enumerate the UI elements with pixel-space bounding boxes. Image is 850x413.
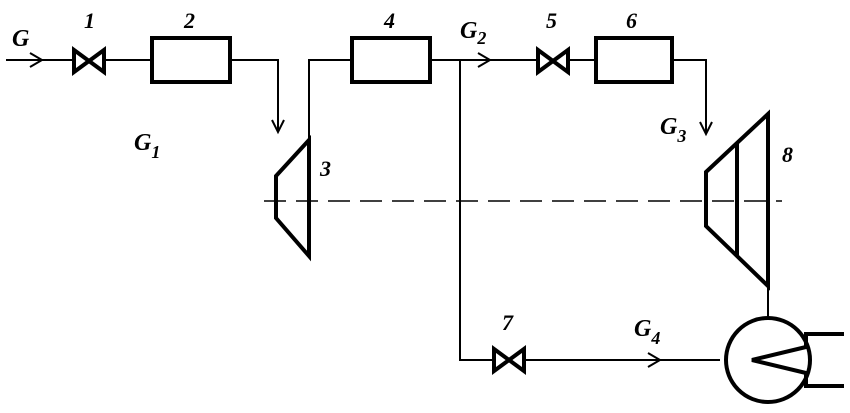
pipe-to-turbine [672,59,713,137]
valve-5 [536,46,570,76]
label-component-6: 6 [626,8,637,33]
component-4-box [350,36,432,84]
pipe-to-compressor [230,59,285,135]
heat-exchanger [724,316,844,404]
label-valve-1: 1 [84,8,95,33]
flow-label-g1: G1 [134,130,160,162]
valve-1 [72,46,106,76]
flow-label-g: G [12,26,30,52]
label-compressor-3: 3 [319,156,331,181]
pipe-compressor-to-box4 [308,59,352,148]
label-turbine-8: 8 [782,142,793,167]
flow-label-g3: G3 [660,114,686,146]
label-valve-5: 5 [546,8,557,33]
pipe-box4-to-valve5 [430,52,536,68]
flow-label-g2: G2 [460,18,486,48]
label-component-2: 2 [183,8,195,33]
component-2-box [150,36,232,84]
bypass-pipe [459,60,494,361]
turbine-8 [704,109,770,291]
label-valve-7: 7 [502,310,514,335]
pipe-to-heat-exchanger [524,352,720,368]
inlet-flow-arrow [6,52,44,68]
label-component-4: 4 [383,8,395,33]
flow-label-g4: G4 [634,316,660,348]
compressor-3 [274,134,311,262]
component-6-box [594,36,674,84]
valve-7 [492,345,526,375]
